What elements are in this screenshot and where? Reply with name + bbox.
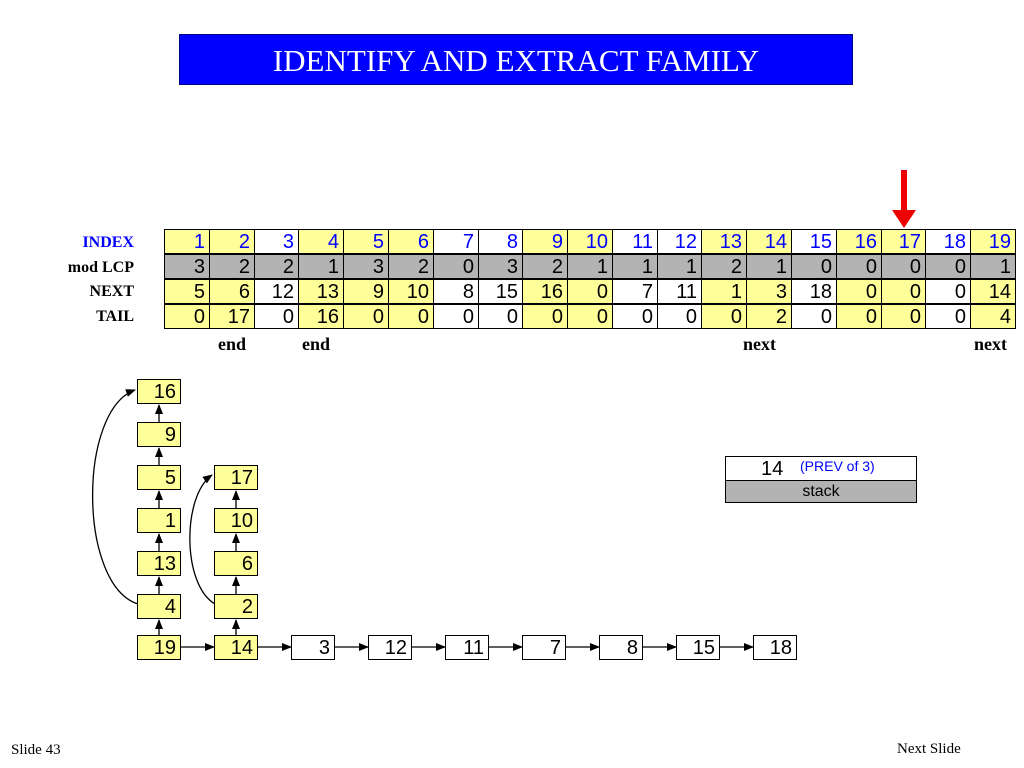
index-cell-18: 18: [925, 229, 971, 254]
lcp-cell-16: 0: [836, 254, 882, 279]
next-cell-19: 14: [970, 279, 1016, 304]
chain-node-4: 4: [137, 594, 181, 619]
lcp-cell-2: 2: [209, 254, 255, 279]
lcp-cell-18: 0: [925, 254, 971, 279]
lcp-cell-7: 0: [433, 254, 479, 279]
index-cell-9: 9: [522, 229, 568, 254]
chain-node-2: 2: [214, 594, 258, 619]
tail-cell-5: 0: [343, 304, 389, 329]
list-node-14: 14: [214, 635, 258, 660]
index-cell-13: 13: [701, 229, 747, 254]
tail-cell-7: 0: [433, 304, 479, 329]
lcp-cell-4: 1: [298, 254, 344, 279]
next-cell-18: 0: [925, 279, 971, 304]
next-cell-1: 5: [164, 279, 210, 304]
index-cell-15: 15: [791, 229, 837, 254]
stack-label: stack: [725, 480, 917, 503]
tail-cell-14: 2: [746, 304, 792, 329]
slide-number: Slide 43: [11, 742, 61, 758]
next-cell-12: 11: [657, 279, 702, 304]
index-cell-2: 2: [209, 229, 255, 254]
chain-node-9: 9: [137, 422, 181, 447]
tail-cell-19: 4: [970, 304, 1016, 329]
next-cell-7: 8: [433, 279, 479, 304]
list-node-11: 11: [445, 635, 489, 660]
chain-node-10: 10: [214, 508, 258, 533]
tail-cell-9: 0: [522, 304, 568, 329]
index-cell-3: 3: [254, 229, 299, 254]
index-cell-17: 17: [881, 229, 926, 254]
next-slide-link[interactable]: Next Slide: [897, 741, 961, 757]
next-cell-9: 16: [522, 279, 568, 304]
pointer-arrow-head: [892, 210, 916, 228]
index-cell-10: 10: [567, 229, 613, 254]
index-cell-16: 16: [836, 229, 882, 254]
row-label-tail: TAIL: [96, 308, 134, 325]
index-cell-11: 11: [612, 229, 658, 254]
list-node-19: 19: [137, 635, 181, 660]
lcp-cell-11: 1: [612, 254, 658, 279]
lcp-cell-3: 2: [254, 254, 299, 279]
next-marker-col-14: next: [743, 334, 776, 354]
lcp-cell-15: 0: [791, 254, 837, 279]
tail-cell-10: 0: [567, 304, 613, 329]
row-label-index: INDEX: [82, 234, 134, 251]
lcp-cell-9: 2: [522, 254, 568, 279]
chain-node-5: 5: [137, 465, 181, 490]
list-node-15: 15: [676, 635, 720, 660]
chain-node-16: 16: [137, 379, 181, 404]
lcp-cell-5: 3: [343, 254, 389, 279]
slide-title: IDENTIFY AND EXTRACT FAMILY: [179, 34, 853, 85]
tail-link-2-to-17: [189, 474, 216, 605]
next-cell-10: 0: [567, 279, 613, 304]
index-cell-19: 19: [970, 229, 1016, 254]
list-node-18: 18: [753, 635, 797, 660]
tail-cell-13: 0: [701, 304, 747, 329]
tail-cell-12: 0: [657, 304, 702, 329]
next-cell-11: 7: [612, 279, 658, 304]
tail-cell-6: 0: [388, 304, 434, 329]
chain-node-1: 1: [137, 508, 181, 533]
next-cell-17: 0: [881, 279, 926, 304]
list-node-7: 7: [522, 635, 566, 660]
next-cell-4: 13: [298, 279, 344, 304]
next-marker-col-19: next: [974, 334, 1007, 354]
index-cell-5: 5: [343, 229, 389, 254]
end-marker-col-4: end: [302, 334, 331, 354]
lcp-cell-17: 0: [881, 254, 926, 279]
list-node-12: 12: [368, 635, 412, 660]
index-cell-12: 12: [657, 229, 702, 254]
next-cell-8: 15: [478, 279, 523, 304]
index-cell-4: 4: [298, 229, 344, 254]
stack-note: (PREV of 3): [800, 458, 875, 474]
row-label-mod-lcp: mod LCP: [67, 259, 134, 276]
row-label-next: NEXT: [89, 283, 134, 300]
end-marker-col-2: end: [218, 334, 247, 354]
lcp-cell-6: 2: [388, 254, 434, 279]
tail-cell-11: 0: [612, 304, 658, 329]
tail-cell-16: 0: [836, 304, 882, 329]
lcp-cell-19: 1: [970, 254, 1016, 279]
chain-node-13: 13: [137, 551, 181, 576]
index-cell-7: 7: [433, 229, 479, 254]
next-cell-3: 12: [254, 279, 299, 304]
tail-link-4-to-16: [91, 389, 139, 605]
tail-cell-17: 0: [881, 304, 926, 329]
tail-cell-15: 0: [791, 304, 837, 329]
chain-node-17: 17: [214, 465, 258, 490]
index-cell-8: 8: [478, 229, 523, 254]
next-cell-2: 6: [209, 279, 255, 304]
lcp-cell-8: 3: [478, 254, 523, 279]
list-node-8: 8: [599, 635, 643, 660]
next-cell-5: 9: [343, 279, 389, 304]
chain-node-6: 6: [214, 551, 258, 576]
list-node-3: 3: [291, 635, 335, 660]
stack-top-entry: 14 (PREV of 3): [725, 456, 917, 481]
stack-value: 14: [761, 458, 784, 480]
